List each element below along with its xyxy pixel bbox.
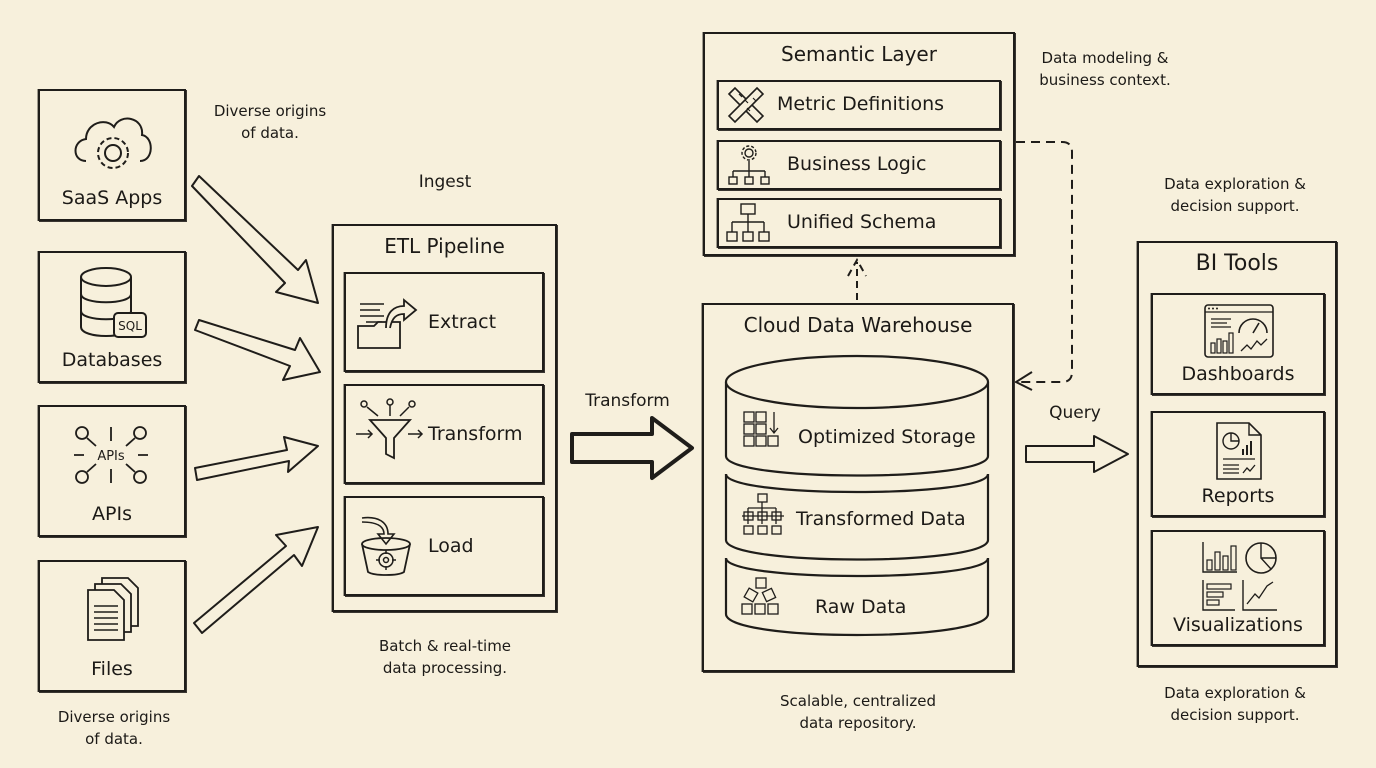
hierarchy-icon — [742, 493, 784, 535]
ingest-label: Ingest — [418, 172, 472, 192]
layer-raw-data-shape — [724, 558, 990, 637]
transform-arrow-label: Transform — [585, 391, 670, 411]
source-databases[interactable]: SQL Databases — [38, 251, 186, 383]
warehouse-cylinder — [724, 354, 990, 637]
transform-arrow — [570, 416, 694, 480]
bi-note-top: Data exploration &decision support. — [1164, 175, 1306, 215]
etl-step-load[interactable]: Load — [344, 496, 544, 596]
bi-item-reports[interactable]: Reports — [1151, 411, 1325, 517]
etl-step-transform[interactable]: Transform — [344, 384, 544, 484]
cylinder-top — [724, 354, 990, 410]
semantic-note: Data modeling &business context. — [1039, 49, 1171, 89]
scattered-blocks-icon — [741, 577, 779, 615]
funnel-icon — [356, 398, 424, 460]
layer-transformed-data-shape — [724, 474, 990, 561]
layer-label-optimized-storage[interactable]: Optimized Storage — [798, 426, 976, 448]
api-network-icon: APIs — [74, 426, 148, 484]
step-label: Load — [428, 535, 474, 557]
etl-step-extract[interactable]: Extract — [344, 272, 544, 372]
semantic-item-label: Business Logic — [787, 153, 927, 175]
cloud-gear-icon — [74, 117, 152, 169]
bi-item-dashboards[interactable]: Dashboards — [1151, 293, 1325, 395]
source-saas-apps[interactable]: SaaS Apps — [38, 89, 186, 221]
ruler-pencil-icon — [727, 86, 765, 124]
warehouse-to-semantic-dashed-arrow — [847, 257, 867, 300]
query-arrow-label: Query — [1049, 403, 1101, 423]
bucket-load-icon — [361, 516, 411, 576]
charts-icon — [1202, 542, 1277, 611]
grid-storage-icon — [743, 411, 779, 447]
semantic-item-unified-schema[interactable]: Unified Schema — [717, 198, 1001, 248]
semantic-title: Semantic Layer — [781, 42, 937, 66]
bi-item-visualizations[interactable]: Visualizations — [1151, 530, 1325, 646]
source-label: SaaS Apps — [61, 187, 163, 209]
database-sql-icon: SQL — [80, 267, 147, 338]
bi-item-label: Visualizations — [1173, 614, 1303, 636]
arrow-saas-to-etl — [191, 175, 319, 304]
source-label: Files — [91, 658, 133, 680]
folder-extract-icon — [357, 298, 418, 349]
documents-icon — [87, 577, 139, 641]
semantic-item-label: Unified Schema — [787, 211, 937, 233]
dashboard-icon — [1204, 304, 1274, 358]
step-label: Extract — [428, 311, 497, 333]
bi-item-label: Dashboards — [1181, 363, 1295, 385]
semantic-to-warehouse-dashed-loop — [1016, 141, 1073, 383]
source-label: APIs — [92, 503, 132, 525]
bi-note-bottom: Data exploration &decision support. — [1164, 684, 1306, 724]
semantic-item-label: Metric Definitions — [777, 93, 945, 115]
report-icon — [1216, 422, 1262, 480]
layer-label-transformed-data[interactable]: Transformed Data — [796, 508, 966, 530]
cloud-data-warehouse: Cloud Data Warehouse — [702, 303, 1014, 672]
bi-tools: BI Tools Dashboards Reports — [1137, 241, 1337, 667]
step-label: Transform — [428, 423, 523, 445]
layer-label-raw-data[interactable]: Raw Data — [815, 596, 907, 618]
source-label: Databases — [61, 349, 163, 371]
bi-title: BI Tools — [1195, 251, 1279, 276]
arrow-files-to-etl — [193, 526, 319, 634]
semantic-item-metric-definitions[interactable]: Metric Definitions — [717, 80, 1001, 130]
warehouse-title: Cloud Data Warehouse — [743, 313, 973, 337]
svg-text:SQL: SQL — [118, 319, 142, 333]
etl-pipeline: ETL Pipeline Extract Transform — [332, 224, 557, 612]
arrow-api-to-etl — [194, 436, 319, 481]
arrow-db-to-etl — [194, 319, 321, 381]
source-files[interactable]: Files — [38, 560, 186, 692]
etl-title: ETL Pipeline — [384, 234, 505, 258]
svg-text:APIs: APIs — [97, 449, 125, 464]
bi-item-label: Reports — [1201, 485, 1275, 507]
semantic-layer: Semantic Layer Metric Definitions Busine… — [703, 32, 1015, 256]
source-apis[interactable]: APIs APIs — [38, 405, 186, 537]
query-arrow — [1025, 435, 1129, 473]
semantic-item-business-logic[interactable]: Business Logic — [717, 140, 1001, 190]
gear-hierarchy-icon — [728, 145, 770, 185]
schema-hierarchy-icon — [726, 203, 770, 242]
